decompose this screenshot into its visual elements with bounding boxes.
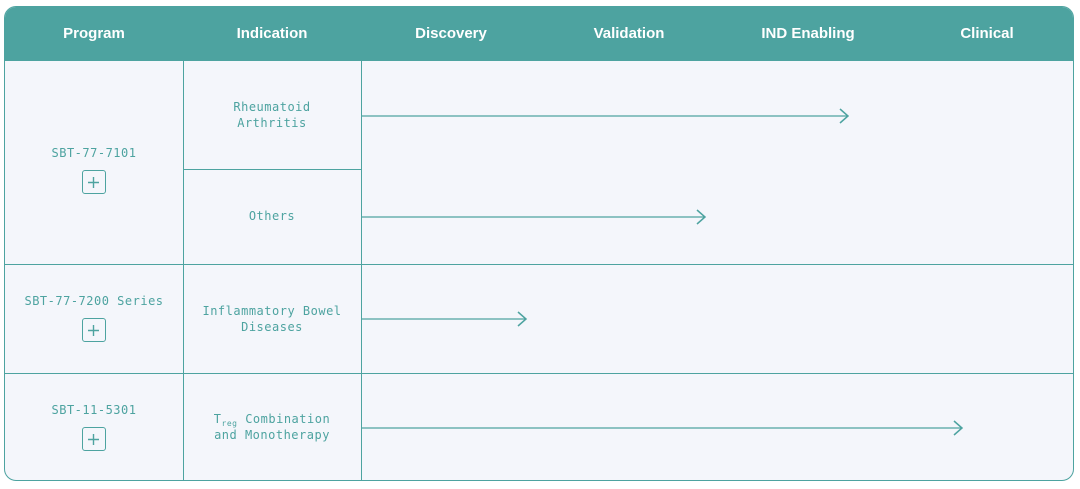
header-discovery: Discovery [415, 25, 487, 42]
column-divider-program [183, 61, 184, 480]
progress-arrow [361, 209, 707, 225]
program-name: SBT-11-5301 [51, 403, 137, 417]
indication-line: and Monotherapy [214, 428, 330, 442]
progress-arrow [361, 311, 528, 327]
plus-icon [88, 324, 99, 336]
progress-arrowhead [839, 108, 850, 124]
program-name: SBT-77-7101 [51, 146, 137, 160]
header-clinical: Clinical [960, 25, 1014, 42]
indication-line: Others [248, 209, 296, 223]
header-ind-enabling: IND Enabling [761, 25, 855, 42]
indication-line: Arthritis [237, 116, 307, 130]
row-divider [5, 264, 1073, 265]
progress-arrow [361, 108, 850, 124]
indication-divider [183, 169, 361, 170]
indication-line: Inflammatory Bowel [202, 304, 342, 318]
expand-button[interactable] [82, 170, 106, 194]
indication-subscript: reg [221, 419, 238, 428]
indication-text: T [213, 412, 222, 426]
plus-icon [88, 433, 99, 445]
pipeline-table: Program Indication Discovery Validation … [4, 6, 1074, 481]
indication-text: Combination [237, 412, 331, 426]
indication-line: Diseases [241, 320, 303, 334]
indication-name: Inflammatory Bowel Diseases [183, 303, 361, 335]
indication-line: Rheumatoid [233, 100, 311, 114]
progress-arrowhead [696, 209, 707, 225]
expand-button[interactable] [82, 427, 106, 451]
plus-icon [88, 176, 99, 188]
indication-name: Others [183, 208, 361, 224]
table-header: Program Indication Discovery Validation … [5, 7, 1073, 61]
indication-name: Treg Combination and Monotherapy [183, 411, 361, 443]
program-name: SBT-77-7200 Series [24, 294, 164, 308]
indication-line: Treg Combination [183, 411, 361, 428]
header-program: Program [63, 25, 125, 42]
progress-arrowhead [517, 311, 528, 327]
progress-arrow [361, 420, 964, 436]
header-indication: Indication [236, 25, 308, 42]
row-divider [5, 373, 1073, 374]
column-divider-indication [361, 61, 362, 480]
indication-name: Rheumatoid Arthritis [183, 99, 361, 131]
expand-button[interactable] [82, 318, 106, 342]
header-validation: Validation [593, 25, 665, 42]
progress-arrowhead [953, 420, 964, 436]
